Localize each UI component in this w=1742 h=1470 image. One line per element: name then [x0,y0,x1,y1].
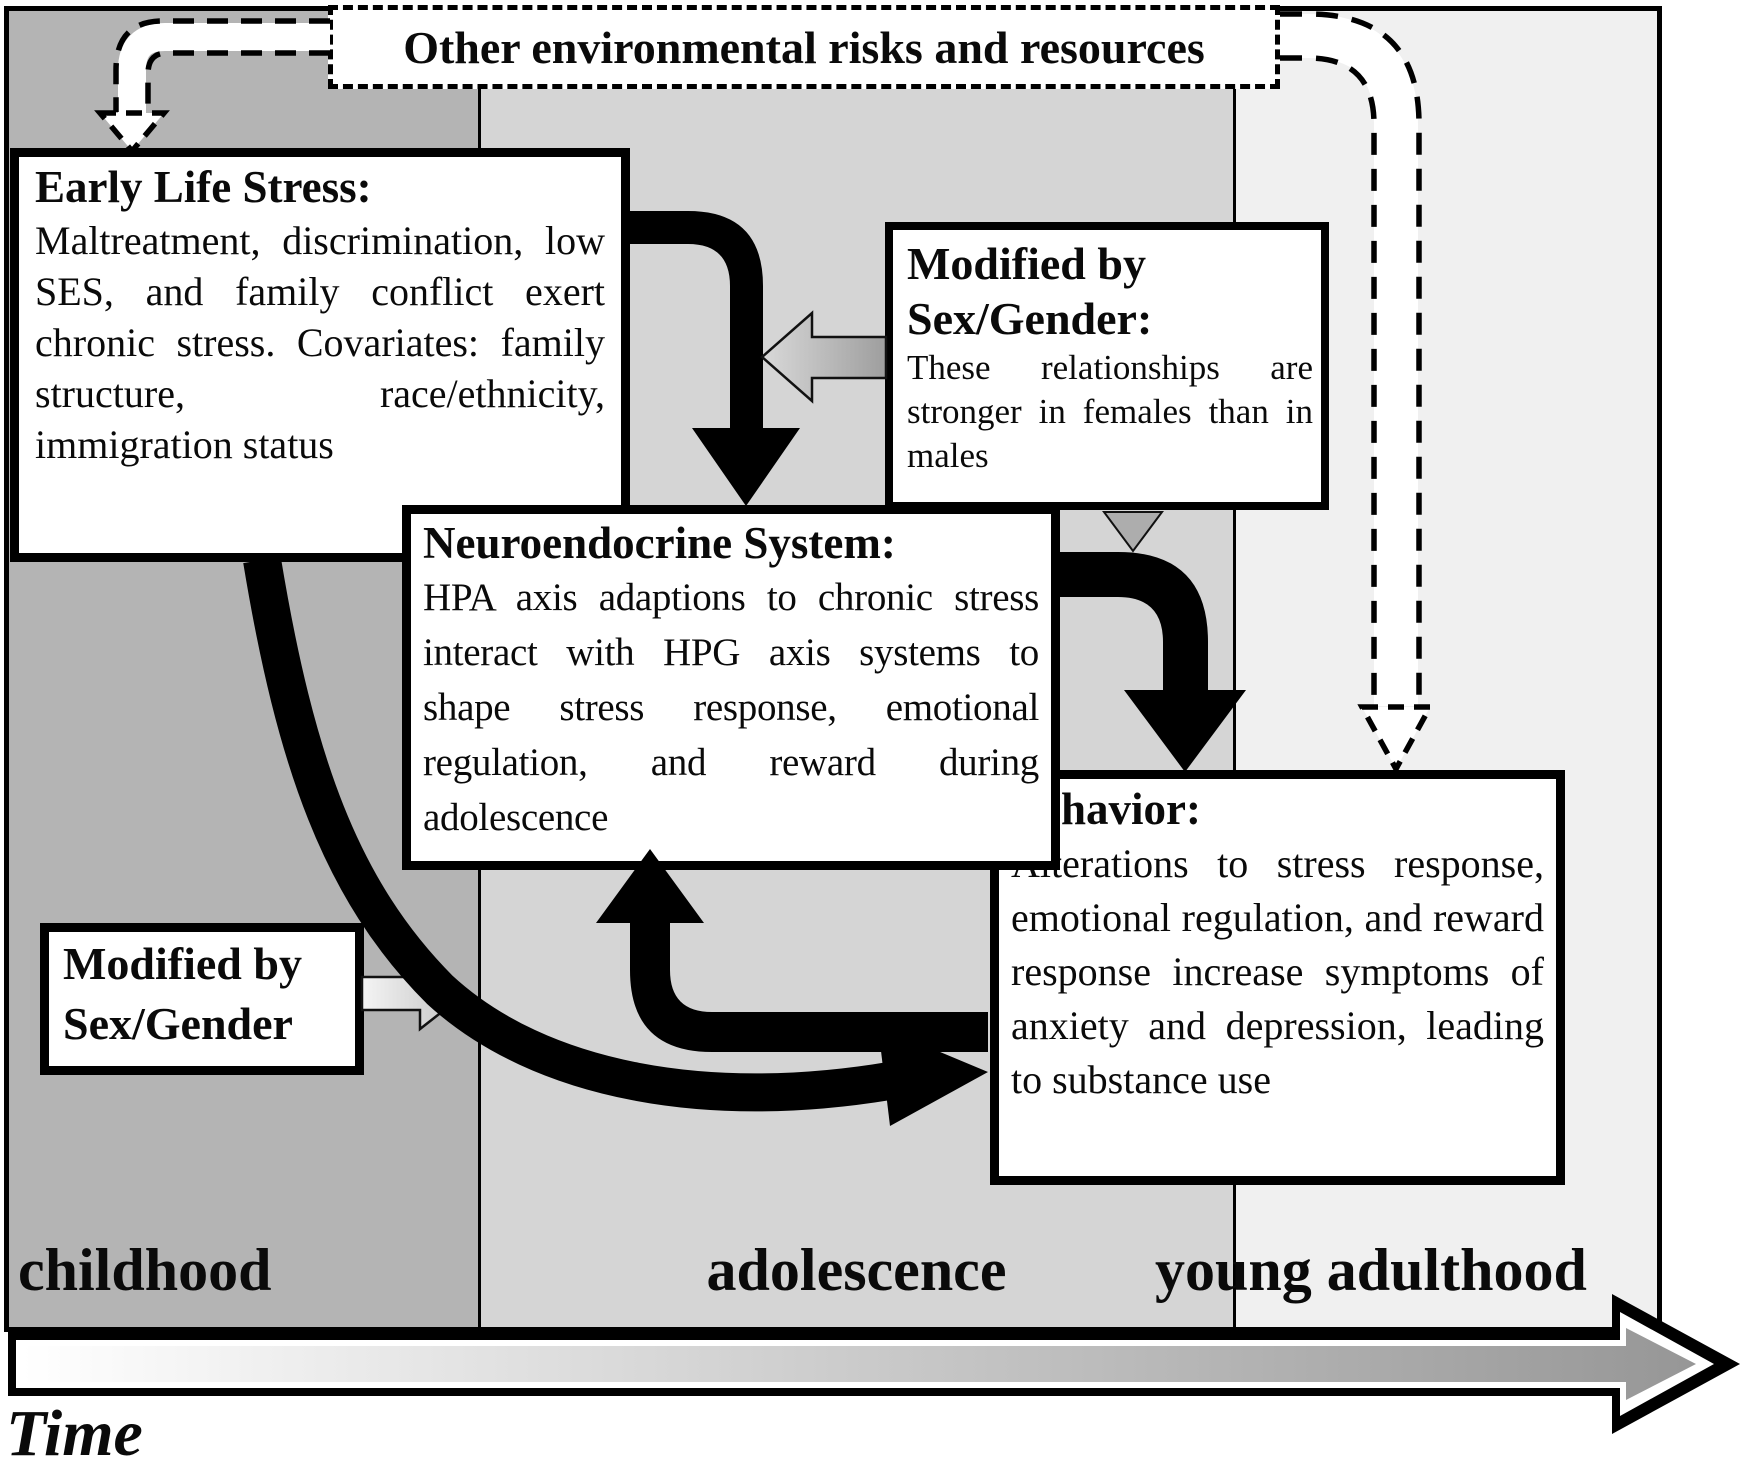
time-axis-label: Time [6,1397,143,1470]
modified-by-sex-gender-lower-title: Modified by Sex/Gender [63,938,302,1049]
modified-by-sex-gender-upper-box: Modified by Sex/Gender: These relationsh… [885,222,1329,510]
early-life-stress-text: Maltreatment, discrimination, low SES, a… [35,218,605,467]
neuroendocrine-system-box: Neuroendocrine System: HPA axis adaption… [402,505,1060,870]
childhood-label: childhood [18,1237,272,1303]
modified-by-sex-gender-upper-text: These relationships are stronger in fema… [907,348,1313,475]
early-life-stress-box: Early Life Stress: Maltreatment, discrim… [10,148,630,562]
adolescence-label: adolescence [706,1237,1007,1303]
early-life-stress-title: Early Life Stress: [35,162,372,212]
behavior-box: Behavior: Alterations to stress response… [990,770,1565,1185]
modified-by-sex-gender-upper-title: Modified by Sex/Gender: [907,238,1153,344]
neuroendocrine-system-text: HPA axis adaptions to chronic stress int… [423,576,1039,839]
modified-by-sex-gender-lower-box: Modified by Sex/Gender [40,923,364,1075]
environmental-risks-box: Other environmental risks and resources [328,5,1280,89]
behavior-title: Behavior: [1011,784,1201,834]
environmental-risks-title: Other environmental risks and resources [403,21,1205,73]
young-adulthood-label: young adulthood [1155,1237,1587,1303]
neuroendocrine-system-title: Neuroendocrine System: [423,518,896,568]
behavior-text: Alterations to stress response, emotiona… [1011,841,1544,1102]
